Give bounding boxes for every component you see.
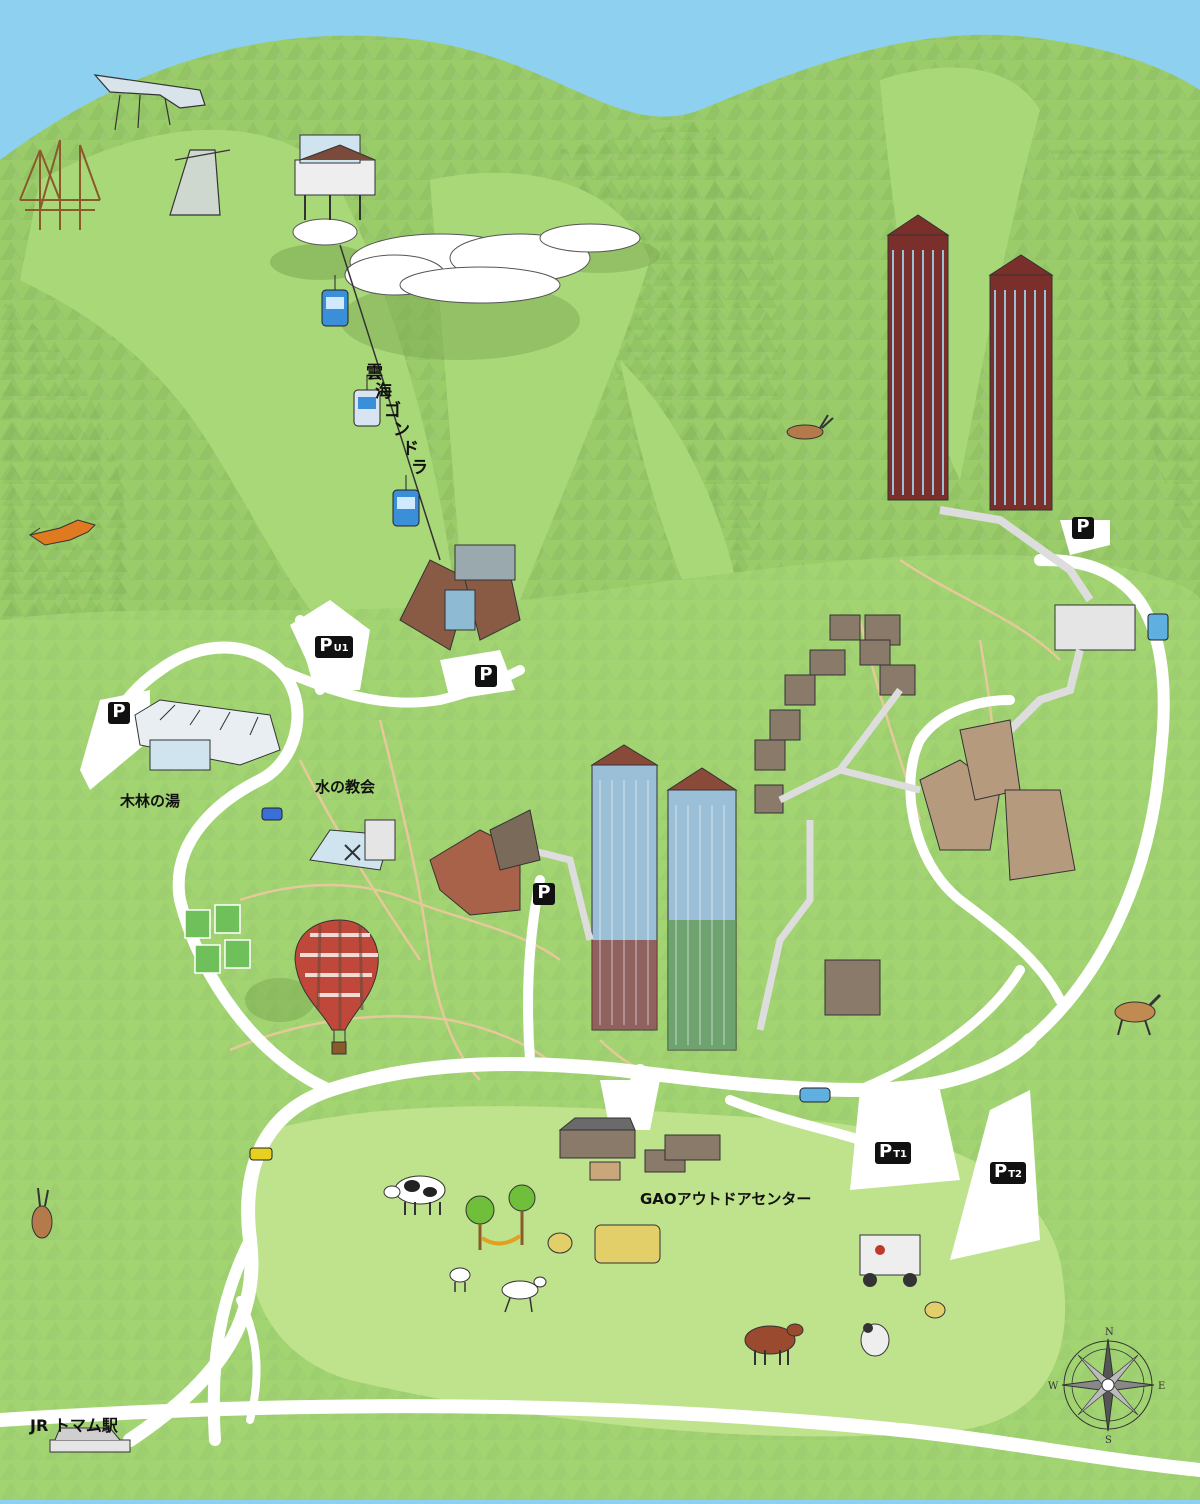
- parking-letter: P: [1076, 516, 1090, 537]
- label-bath: 木林の湯: [120, 792, 181, 810]
- boardwalks: [756, 687, 921, 1031]
- gondola-label-char: ゴ: [384, 401, 401, 421]
- trees-hammock: [465, 1184, 536, 1250]
- cabin-village: [754, 614, 916, 1016]
- tennis-courts: [184, 904, 251, 974]
- summit-station: [294, 134, 376, 220]
- cloud-sea: [270, 218, 660, 360]
- observation-rope-structure: [19, 139, 101, 230]
- gondola-cabin-icon: [321, 275, 349, 327]
- gondola-label-char: 海: [375, 382, 392, 402]
- compass-rose-icon: N S E W: [1048, 1327, 1165, 1446]
- skywalk-center: [529, 846, 594, 941]
- goat-icon: [501, 1276, 547, 1313]
- gondola-label-char: ン: [393, 420, 410, 440]
- tower-center-1: [590, 744, 659, 1031]
- fox-icon: [28, 519, 96, 546]
- skywalk-ne: [939, 506, 1094, 603]
- goat-icon: [449, 1267, 471, 1292]
- gondola-base-station: [399, 544, 521, 651]
- parking-sub: T1: [893, 1149, 907, 1160]
- gondola-cabin-icon: [353, 375, 381, 427]
- label-church: 水の教会: [315, 778, 376, 796]
- parking-letter: P: [994, 1161, 1008, 1182]
- ski-slope-east: [880, 67, 1040, 480]
- compass-e: E: [1158, 1381, 1165, 1392]
- tower-ne-2: [988, 254, 1054, 511]
- brown-cow-icon: [744, 1323, 804, 1365]
- water-church: [309, 819, 396, 871]
- parking-letter: P: [319, 635, 333, 656]
- gondola-cable: [339, 244, 441, 561]
- parking-sub: U1: [333, 643, 349, 654]
- gao-outdoor-center-buildings: [558, 1117, 721, 1181]
- deer-icon: [1114, 993, 1162, 1036]
- hay-bales: [547, 1224, 946, 1319]
- parking-bath: P: [108, 702, 130, 724]
- label-station: JR トマム駅: [30, 1416, 118, 1435]
- hotel-lobby: [1054, 604, 1136, 651]
- lot-t1: [850, 1090, 960, 1190]
- parking-letter: P: [479, 664, 493, 685]
- gondola-label-char: ラ: [411, 458, 428, 478]
- gondola-label-char: ド: [402, 439, 419, 459]
- cow-icon: [383, 1175, 446, 1215]
- gondola-cabin-icon: [392, 475, 420, 527]
- hotel-blocks-east: [919, 719, 1076, 881]
- compass-s: S: [1105, 1435, 1112, 1446]
- car-icon: [261, 807, 283, 821]
- gondola-label-char: 雲: [366, 363, 383, 383]
- bus-icon: [1147, 613, 1169, 641]
- forest-patch-east: [1050, 150, 1200, 560]
- parking-towers: P: [1072, 517, 1094, 539]
- resort-lodge: [429, 809, 541, 916]
- lot-bath: [80, 690, 150, 790]
- hot-air-balloon-icon: [245, 919, 379, 1055]
- bus-icon: [799, 1087, 831, 1103]
- parking-letter: P: [879, 1141, 893, 1162]
- tower-center-2: [666, 767, 738, 1051]
- compass-w: W: [1048, 1381, 1059, 1392]
- sheep-icon: [860, 1323, 890, 1357]
- parking-letter: P: [537, 882, 551, 903]
- safari-vehicle: [859, 1234, 921, 1287]
- parking-centre: P: [475, 665, 497, 687]
- car-icon: [249, 1147, 273, 1161]
- tower-ne-1: [886, 214, 950, 501]
- ski-run: [620, 360, 740, 620]
- compass-n: N: [1105, 1327, 1114, 1338]
- lookout-tower: [169, 149, 231, 216]
- rabbit-icon: [786, 414, 834, 440]
- bath-house: [134, 699, 281, 771]
- parking-lodge: P: [533, 883, 555, 905]
- cloud-terrace: [93, 74, 206, 131]
- label-gao: GAOアウトドアセンター: [640, 1190, 812, 1208]
- parking-sub: T2: [1008, 1169, 1022, 1180]
- rabbit-icon: [31, 1187, 53, 1239]
- jr-station: [49, 1427, 131, 1453]
- parking-letter: P: [112, 701, 126, 722]
